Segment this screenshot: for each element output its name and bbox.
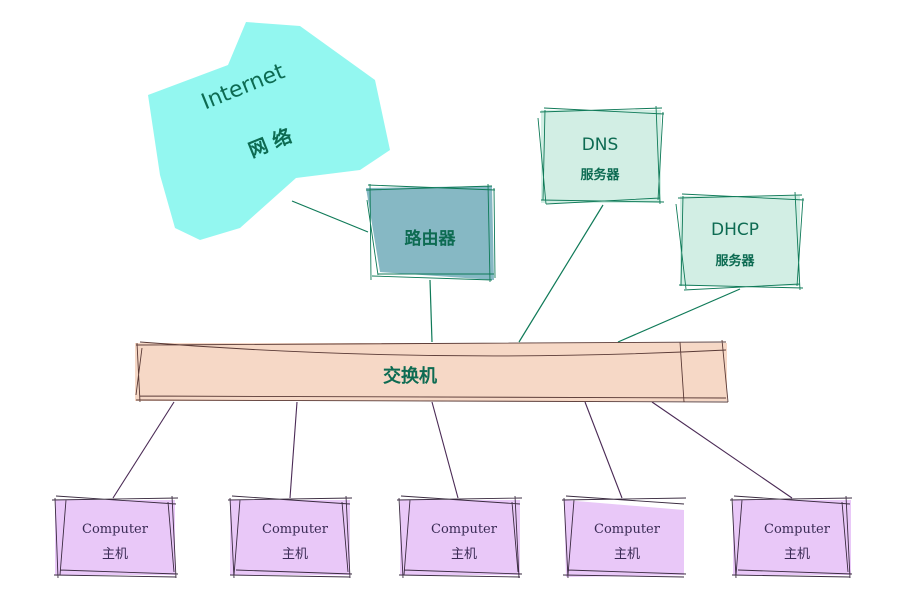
link-switch-host-3 bbox=[431, 401, 459, 499]
switch-label: 交换机 bbox=[383, 366, 437, 387]
host-title: Computer bbox=[262, 522, 328, 537]
link-switch-host-2 bbox=[289, 401, 298, 499]
switch-bar bbox=[135, 339, 729, 403]
link-router-switch bbox=[429, 279, 433, 343]
internet-cloud bbox=[148, 22, 390, 240]
link-dns-switch bbox=[518, 204, 604, 343]
host-subtitle: 主机 bbox=[450, 547, 477, 562]
host-box-3 bbox=[396, 495, 523, 579]
connectors-bottom bbox=[112, 401, 793, 499]
host-title: Computer bbox=[82, 522, 148, 537]
host-boxes bbox=[51, 495, 853, 579]
host-subtitle: 主机 bbox=[281, 547, 308, 562]
dns-server-box bbox=[537, 105, 665, 205]
host-box-1 bbox=[51, 495, 179, 579]
host-box-2 bbox=[227, 495, 353, 579]
link-switch-host-1 bbox=[112, 401, 175, 499]
router-box bbox=[365, 183, 496, 283]
router-label: 路由器 bbox=[404, 229, 456, 249]
dhcp-server-box bbox=[675, 191, 805, 291]
host-title: Computer bbox=[431, 522, 497, 537]
host-title: Computer bbox=[594, 522, 660, 537]
host-title: Computer bbox=[764, 522, 830, 537]
link-dhcp-switch bbox=[617, 288, 741, 343]
host-subtitle: 主机 bbox=[783, 547, 810, 562]
dhcp-subtitle: 服务器 bbox=[715, 254, 755, 269]
host-box-5 bbox=[729, 495, 853, 579]
connectors-top bbox=[291, 200, 741, 343]
host-subtitle: 主机 bbox=[613, 547, 640, 562]
link-internet-router bbox=[291, 200, 369, 233]
host-subtitle: 主机 bbox=[101, 547, 128, 562]
dns-subtitle: 服务器 bbox=[580, 168, 620, 183]
link-switch-host-5 bbox=[651, 401, 793, 499]
dhcp-title: DHCP bbox=[711, 220, 759, 240]
link-switch-host-4 bbox=[584, 401, 623, 499]
dns-title: DNS bbox=[581, 135, 619, 155]
host-box-4 bbox=[561, 495, 687, 579]
